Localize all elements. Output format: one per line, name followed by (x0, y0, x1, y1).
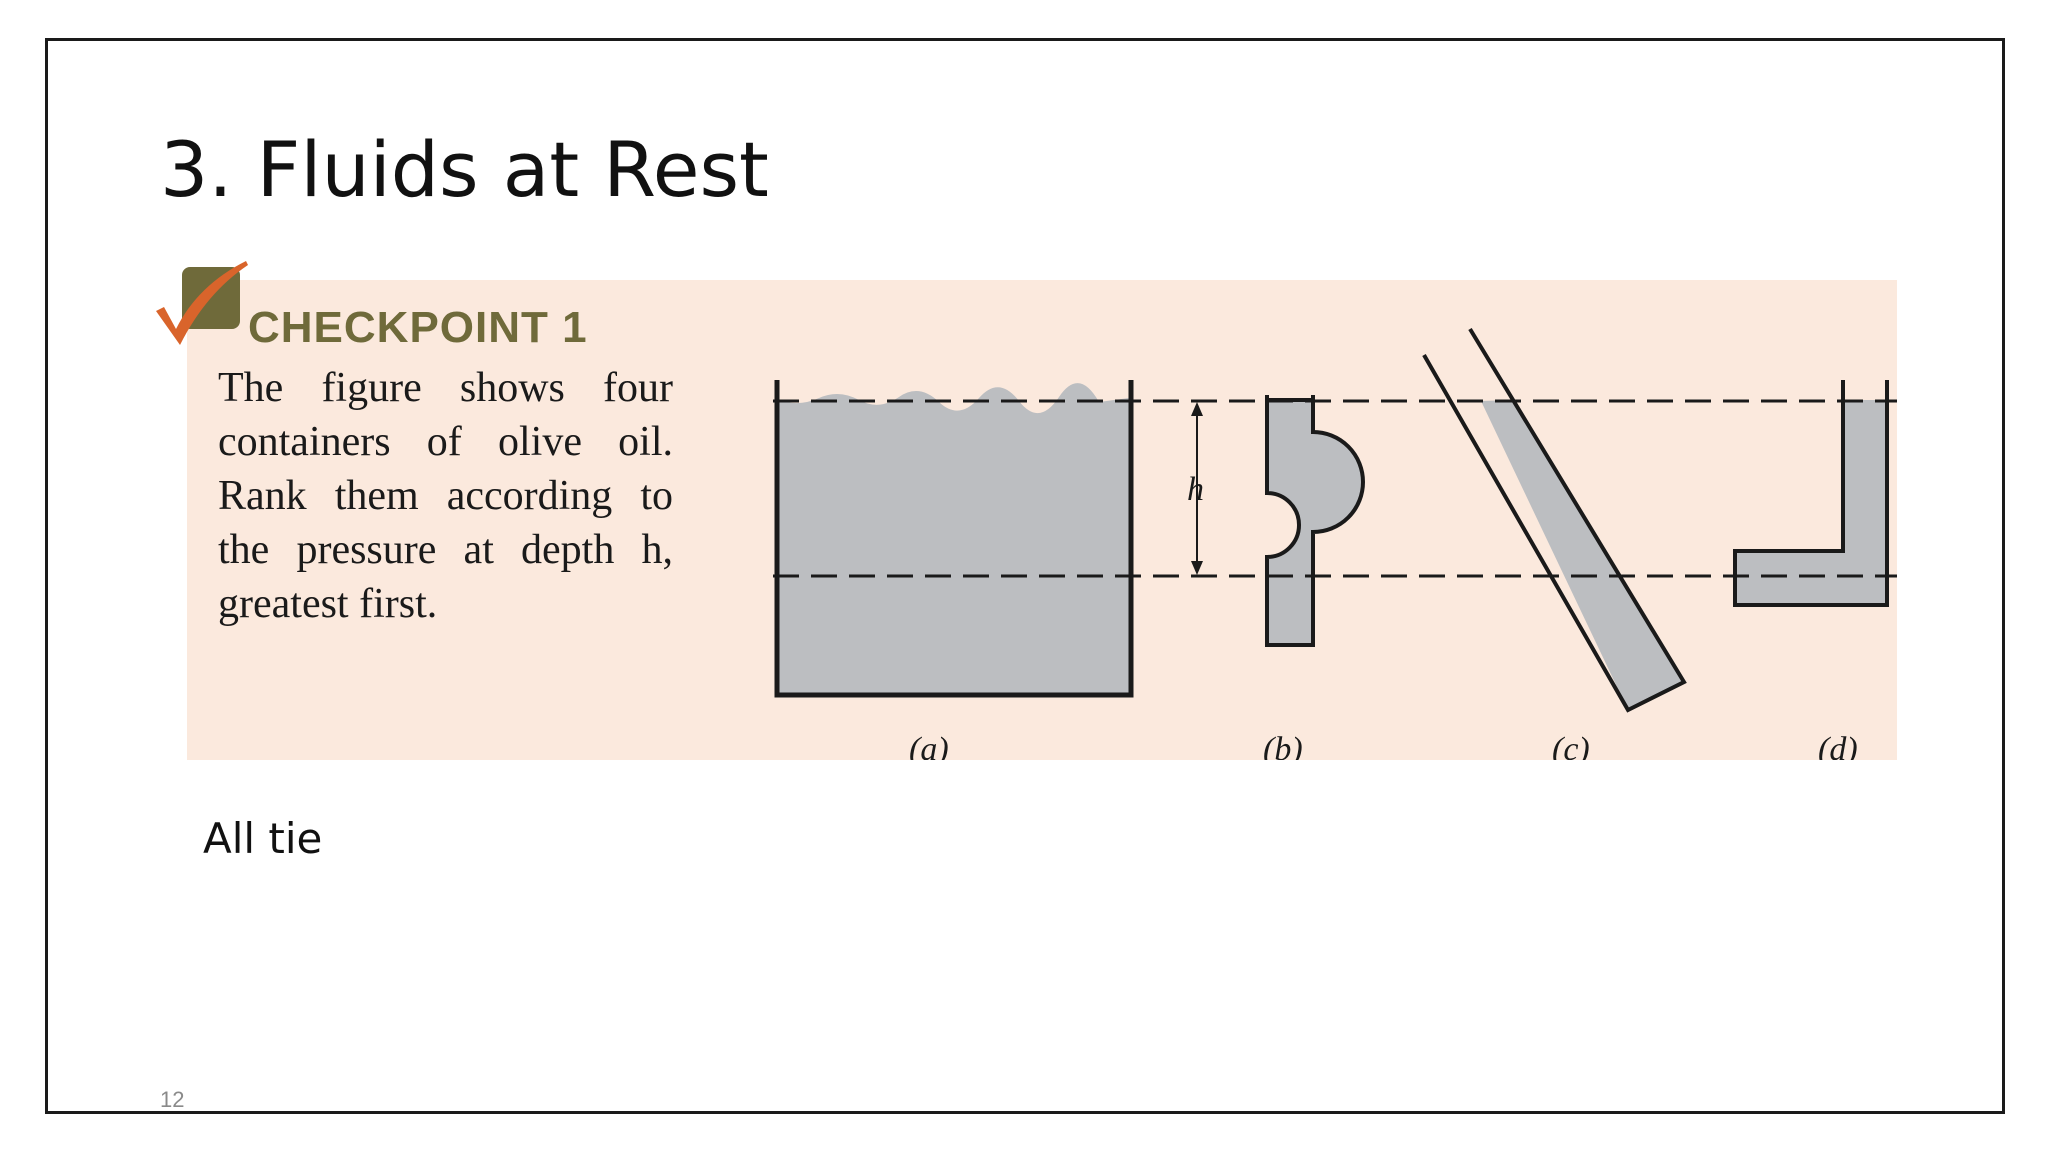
label-c: (c) (1552, 731, 1590, 760)
containers-diagram: h (a) (b) (c) (d) (773, 327, 1897, 760)
depth-label-h: h (1187, 471, 1204, 508)
label-a: (a) (909, 731, 949, 760)
label-b: (b) (1263, 731, 1303, 760)
container-d (1733, 380, 1889, 607)
depth-arrow (1191, 402, 1203, 575)
label-d: (d) (1818, 731, 1858, 760)
checkpoint-heading: CHECKPOINT 1 (248, 303, 588, 352)
slide-frame: 3. Fluids at Rest (45, 38, 2005, 1114)
answer-text: All tie (203, 814, 323, 863)
slide-title: 3. Fluids at Rest (160, 125, 769, 214)
container-a (774, 380, 1134, 698)
container-b (1265, 395, 1365, 647)
checkmark-icon (156, 261, 248, 345)
page-number: 12 (160, 1087, 185, 1112)
checkpoint-question: The figure shows four containers of oliv… (218, 365, 673, 627)
container-c (1422, 327, 1687, 713)
